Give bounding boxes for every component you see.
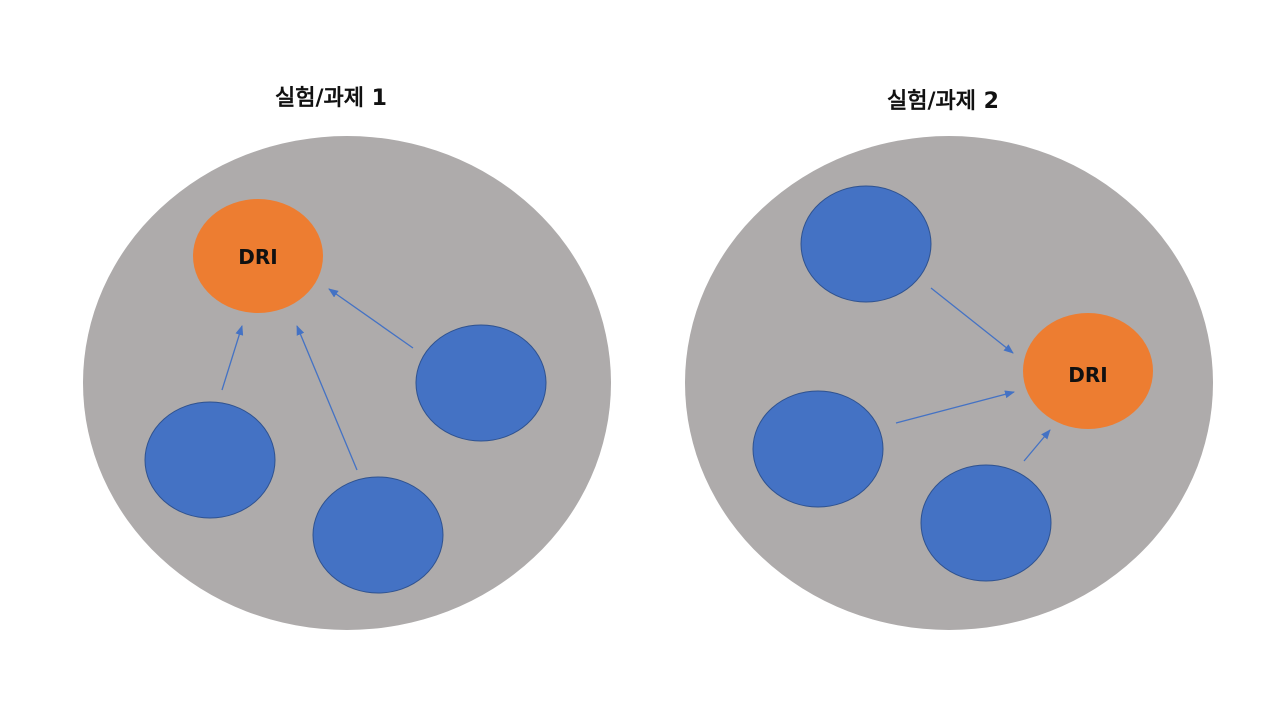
group-1-dri-label: DRI	[238, 245, 277, 269]
group-2-title: 실험/과제 2	[887, 89, 999, 114]
arrow-icon	[221, 325, 244, 391]
arrow-icon	[895, 390, 1015, 424]
group-1-member-node[interactable]	[312, 476, 444, 594]
arrow-icon	[1023, 429, 1051, 462]
group-2: DRI	[685, 136, 1213, 630]
arrow-icon	[296, 325, 358, 471]
group-1-member-node[interactable]	[144, 401, 276, 519]
group-2-member-node[interactable]	[800, 185, 932, 303]
group-2-dri-node[interactable]	[1023, 313, 1153, 429]
group-1-title: 실험/과제 1	[275, 86, 387, 111]
group-1-member-node[interactable]	[415, 324, 547, 442]
group-1-dri-node[interactable]	[193, 199, 323, 313]
group-2-member-node[interactable]	[920, 464, 1052, 582]
group-2-member-node[interactable]	[752, 390, 884, 508]
group-1: DRI	[83, 136, 611, 630]
group-2-dri-label: DRI	[1068, 363, 1107, 387]
arrow-icon	[328, 288, 414, 349]
arrow-icon	[930, 287, 1014, 354]
